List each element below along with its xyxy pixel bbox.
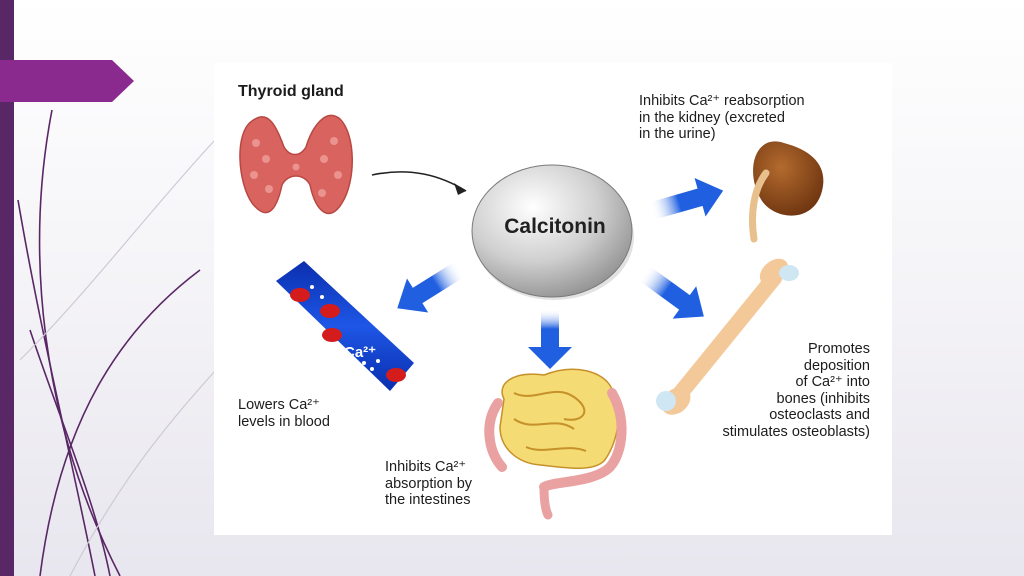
arrow-to-intestine <box>528 309 572 369</box>
title-tab-arrow <box>0 60 134 102</box>
decorative-lines <box>17 109 226 576</box>
kidney-effect-label: Inhibits Ca²⁺ reabsorption in the kidney… <box>639 93 805 142</box>
thyroid-gland-icon <box>239 114 353 215</box>
arrow-to-kidney <box>649 177 724 220</box>
bone-effect-label: Promotes deposition of Ca²⁺ into bones (… <box>722 341 870 440</box>
blood-effect-label: Lowers Ca²⁺ levels in blood <box>238 397 330 430</box>
vessel-calcium-label: Ca²⁺ <box>344 344 377 361</box>
left-theme-bar <box>0 0 14 576</box>
calcitonin-diagram: Thyroid gland Calcitonin Inhibits Ca²⁺ r… <box>214 63 892 535</box>
thyroid-gland-label: Thyroid gland <box>238 83 344 100</box>
blood-vessel-icon <box>276 261 414 391</box>
calcitonin-label: Calcitonin <box>504 215 606 238</box>
kidney-icon <box>749 141 824 243</box>
intestines-icon <box>484 368 627 520</box>
arrow-to-blood <box>397 261 465 313</box>
intestine-effect-label: Inhibits Ca²⁺ absorption by the intestin… <box>385 459 473 508</box>
arrow-to-bone <box>638 265 704 319</box>
bone-icon <box>656 258 799 415</box>
